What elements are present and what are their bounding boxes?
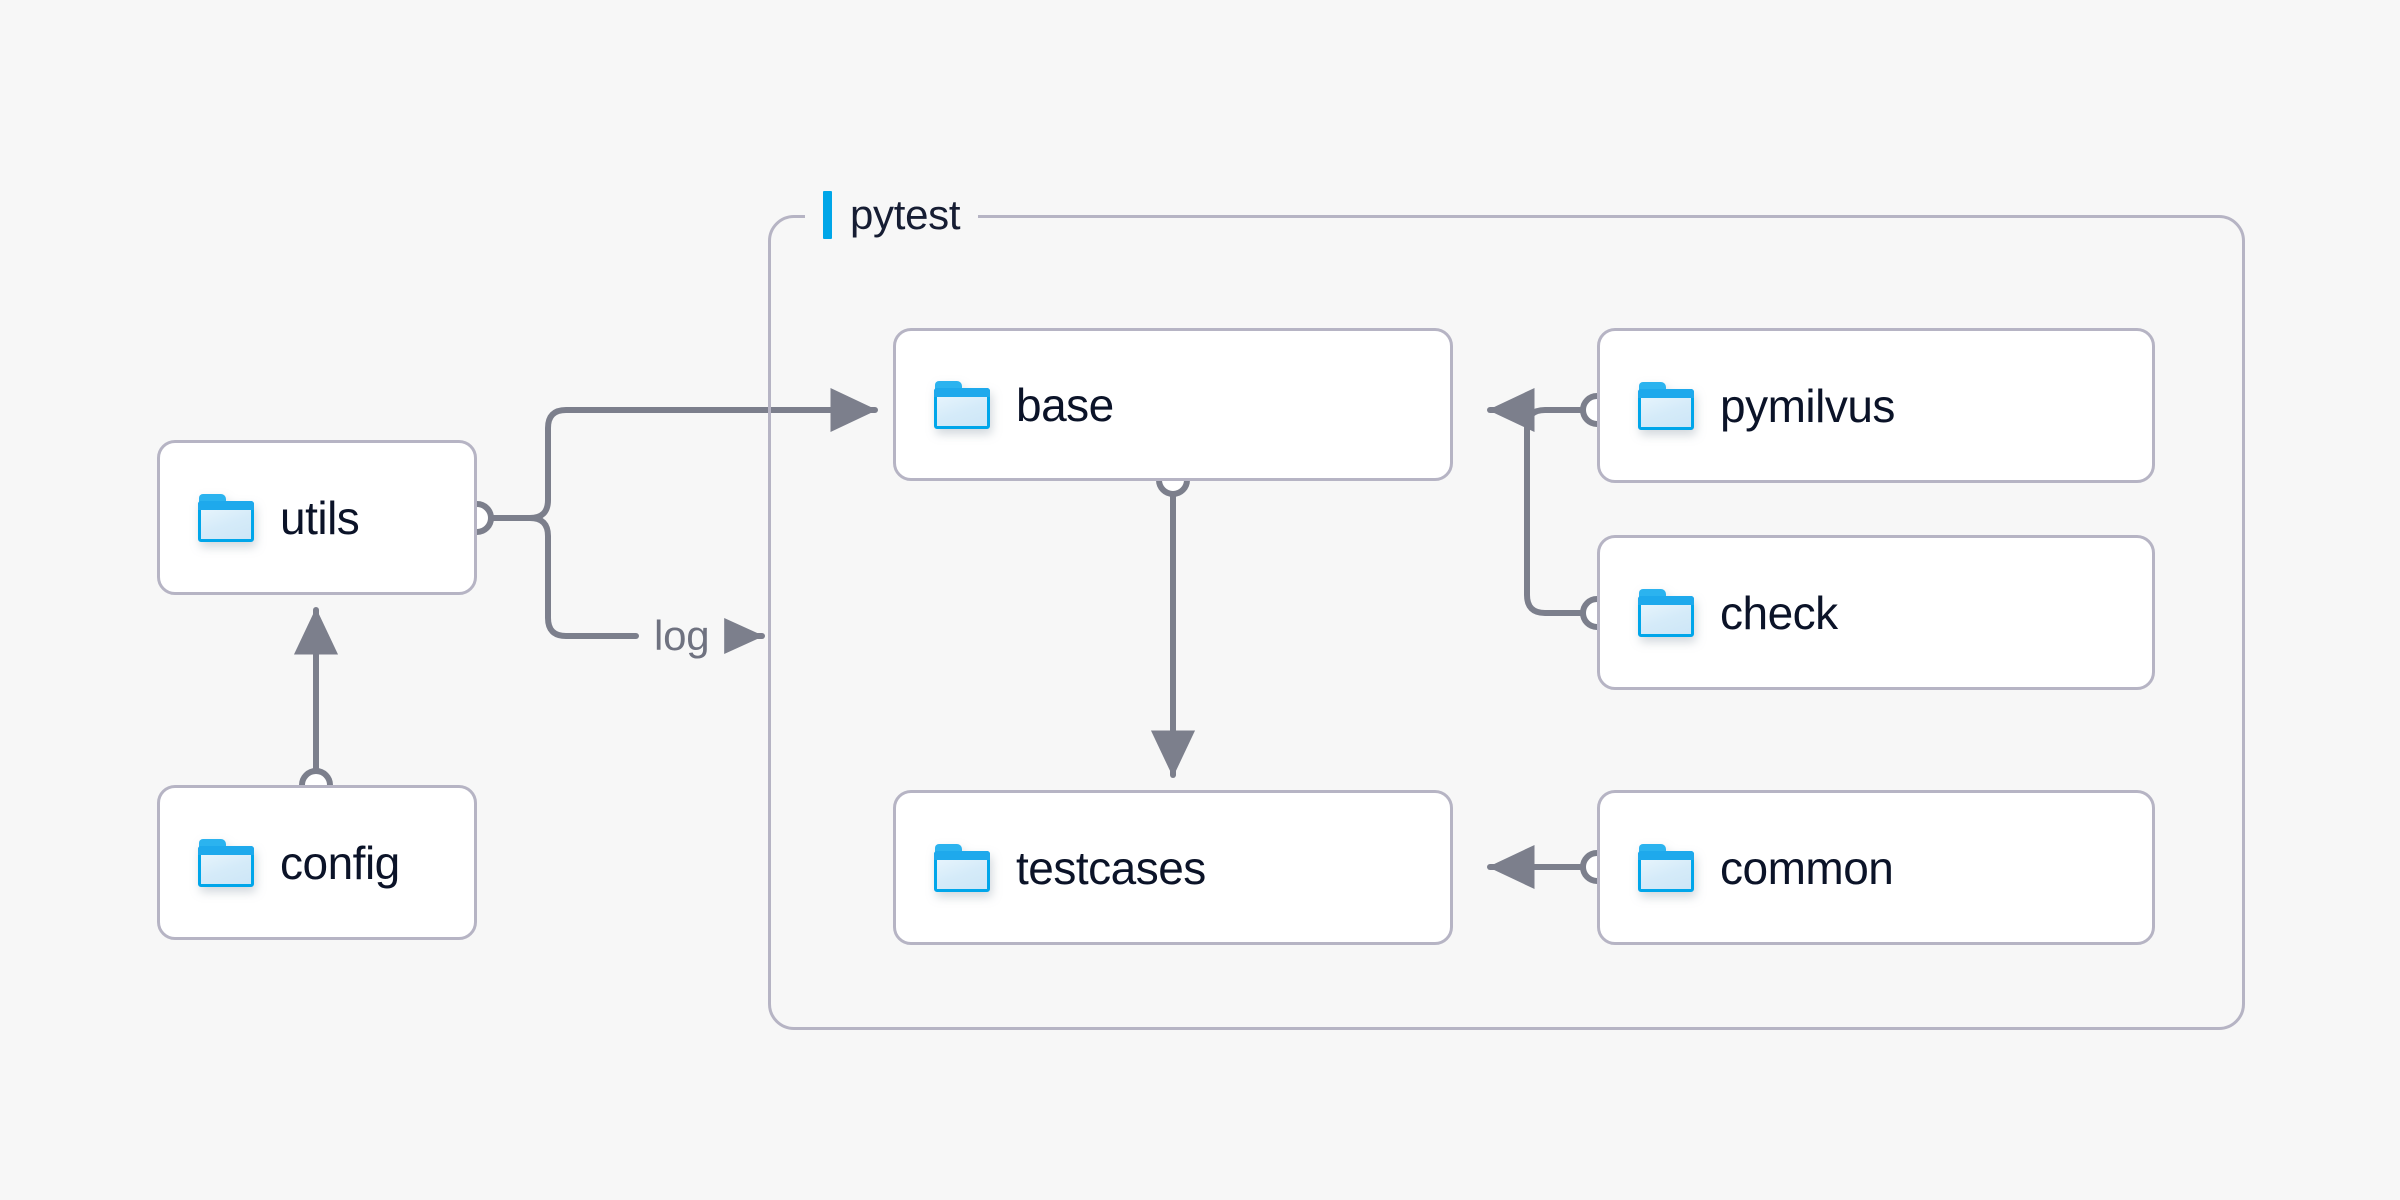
node-base[interactable]: base (893, 328, 1453, 481)
group-pytest-label-text: pytest (850, 191, 961, 238)
folder-icon (934, 380, 990, 429)
folder-icon (1638, 381, 1694, 430)
folder-icon (198, 838, 254, 887)
node-testcases[interactable]: testcases (893, 790, 1453, 945)
node-utils-label: utils (280, 491, 360, 544)
group-pytest (768, 215, 2245, 1030)
node-config[interactable]: config (157, 785, 477, 940)
node-pymilvus-label: pymilvus (1720, 379, 1895, 432)
node-pymilvus[interactable]: pymilvus (1597, 328, 2155, 483)
edge-label-log: log (648, 612, 716, 660)
node-base-label: base (1016, 378, 1114, 431)
node-common-label: common (1720, 841, 1894, 894)
node-testcases-label: testcases (1016, 841, 1206, 894)
node-config-label: config (280, 836, 400, 889)
node-utils[interactable]: utils (157, 440, 477, 595)
folder-icon (198, 493, 254, 542)
edge-utils-to-log (489, 515, 639, 639)
folder-icon (934, 843, 990, 892)
node-check-label: check (1720, 586, 1838, 639)
node-common[interactable]: common (1597, 790, 2155, 945)
node-check[interactable]: check (1597, 535, 2155, 690)
group-pytest-label: pytest (805, 187, 979, 243)
folder-icon (1638, 588, 1694, 637)
folder-icon (1638, 843, 1694, 892)
group-accent-bar (823, 191, 832, 239)
